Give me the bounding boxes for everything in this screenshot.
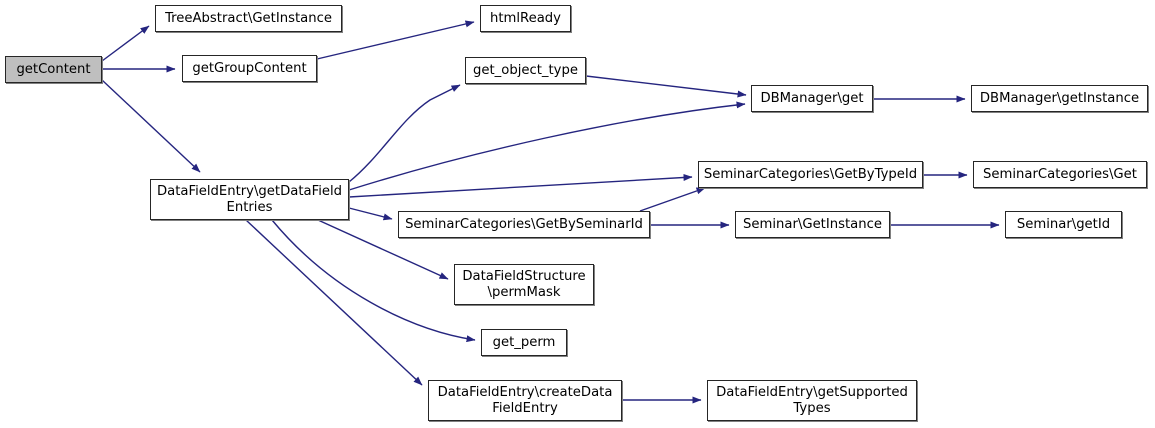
call-edge: [101, 25, 150, 62]
call-edge: [639, 187, 706, 212]
call-edge: [271, 219, 476, 343]
graph-node-seminarGetInstance[interactable]: Seminar\GetInstance: [735, 211, 890, 238]
graph-node-dataFieldStructurePermMask[interactable]: DataFieldStructure \permMask: [454, 264, 594, 305]
graph-node-treeAbstractGetInstance[interactable]: TreeAbstract\GetInstance: [155, 5, 342, 32]
call-edge: [348, 101, 746, 191]
graph-node-getPerm[interactable]: get_perm: [481, 329, 567, 356]
graph-node-seminarCategoriesGet[interactable]: SeminarCategories\Get: [973, 161, 1147, 188]
graph-node-htmlReady[interactable]: htmlReady: [480, 5, 571, 32]
call-edge: [348, 174, 693, 198]
graph-node-getContent[interactable]: getContent: [5, 56, 102, 83]
graph-node-seminarCategoriesGetByTypeId[interactable]: SeminarCategories\GetByTypeId: [698, 161, 923, 188]
call-edge: [348, 207, 393, 221]
graph-node-createDataFieldEntry[interactable]: DataFieldEntry\createData FieldEntry: [428, 380, 622, 421]
graph-node-getGroupContent[interactable]: getGroupContent: [182, 55, 317, 82]
graph-node-seminarCategoriesGetBySeminarId[interactable]: SeminarCategories\GetBySeminarId: [398, 211, 650, 238]
graph-node-dbManagerGetInstance[interactable]: DBManager\getInstance: [971, 85, 1148, 112]
call-edge: [348, 84, 461, 183]
call-edge: [245, 219, 423, 386]
graph-node-getObjectType[interactable]: get_object_type: [465, 57, 586, 84]
call-edge: [585, 75, 747, 98]
call-edge: [101, 79, 201, 173]
graph-node-dbManagerGet[interactable]: DBManager\get: [751, 85, 873, 112]
graph-node-getSupportedTypes[interactable]: DataFieldEntry\getSupported Types: [707, 380, 917, 421]
graph-node-getDataFieldEntries[interactable]: DataFieldEntry\getDataField Entries: [150, 179, 349, 220]
graph-node-seminarGetId[interactable]: Seminar\getId: [1005, 211, 1122, 238]
